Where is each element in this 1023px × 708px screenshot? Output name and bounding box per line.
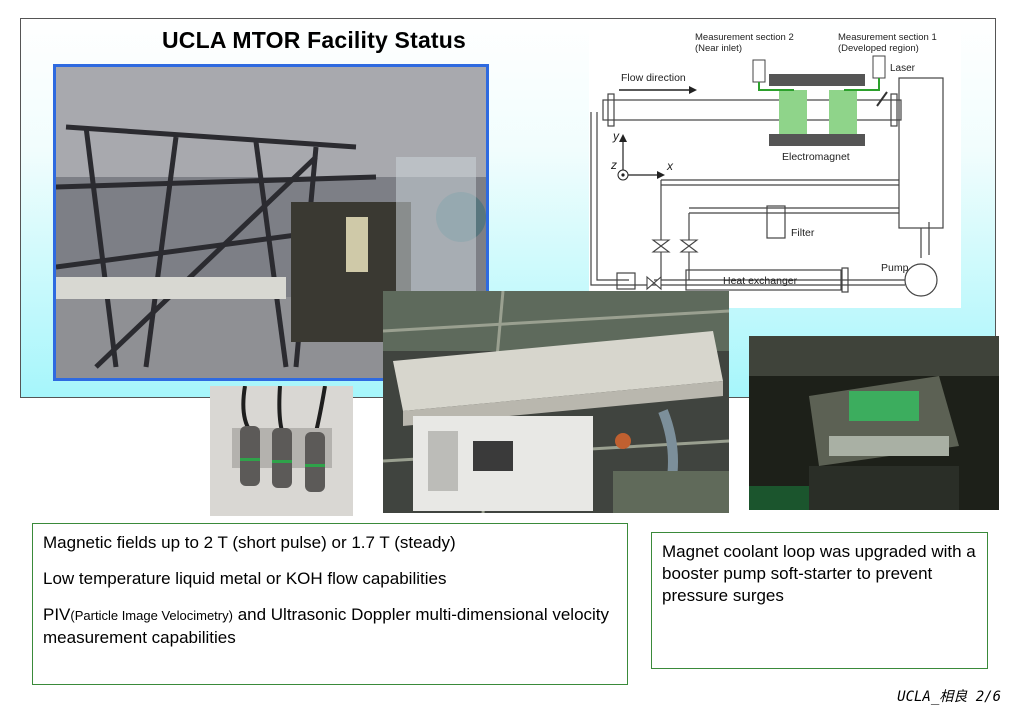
coolant-textbox: Magnet coolant loop was upgraded with a … — [651, 532, 988, 669]
meas1-label: Measurement section 1 — [838, 32, 937, 43]
coolant-upgrade-text: Magnet coolant loop was upgraded with a … — [662, 542, 976, 605]
heat-exchanger-label: Heat exchanger — [723, 275, 798, 287]
meas1-sub: (Developed region) — [838, 43, 919, 54]
capability-magnetic-field: Magnetic fields up to 2 T (short pulse) … — [43, 533, 456, 552]
pump-label: Pump — [881, 262, 909, 274]
capability-liquid-metal: Low temperature liquid metal or KOH flow… — [43, 569, 447, 588]
laser-photo — [749, 336, 999, 510]
slide-footer: UCLA_相良 2/6 — [897, 689, 1001, 705]
piv-doppler-text: and Ultrasonic Doppler multi-dimensional… — [43, 605, 610, 647]
meas2-sub: (Near inlet) — [695, 43, 742, 54]
axis-x-label: x — [666, 159, 674, 173]
capability-piv: PIV(Particle Image Velocimetry) and Ultr… — [43, 604, 617, 649]
slide-title: UCLA MTOR Facility Status — [162, 27, 467, 53]
probe-photo — [210, 386, 353, 516]
axis-y-label: y — [612, 129, 620, 143]
meas2-label: Measurement section 2 — [695, 32, 794, 43]
test-section-photo — [383, 291, 729, 513]
mtor-schematic: Measurement section 2 (Near inlet) Measu… — [589, 30, 961, 308]
laser-label: Laser — [890, 63, 916, 74]
flow-label: Flow direction — [621, 72, 686, 84]
filter-label: Filter — [791, 227, 815, 239]
piv-expansion: (Particle Image Velocimetry) — [70, 608, 233, 623]
electromagnet-label: Electromagnet — [782, 151, 850, 163]
capabilities-textbox: Magnetic fields up to 2 T (short pulse) … — [32, 523, 628, 685]
axis-z-label: z — [610, 158, 617, 172]
piv-text: PIV — [43, 605, 71, 624]
